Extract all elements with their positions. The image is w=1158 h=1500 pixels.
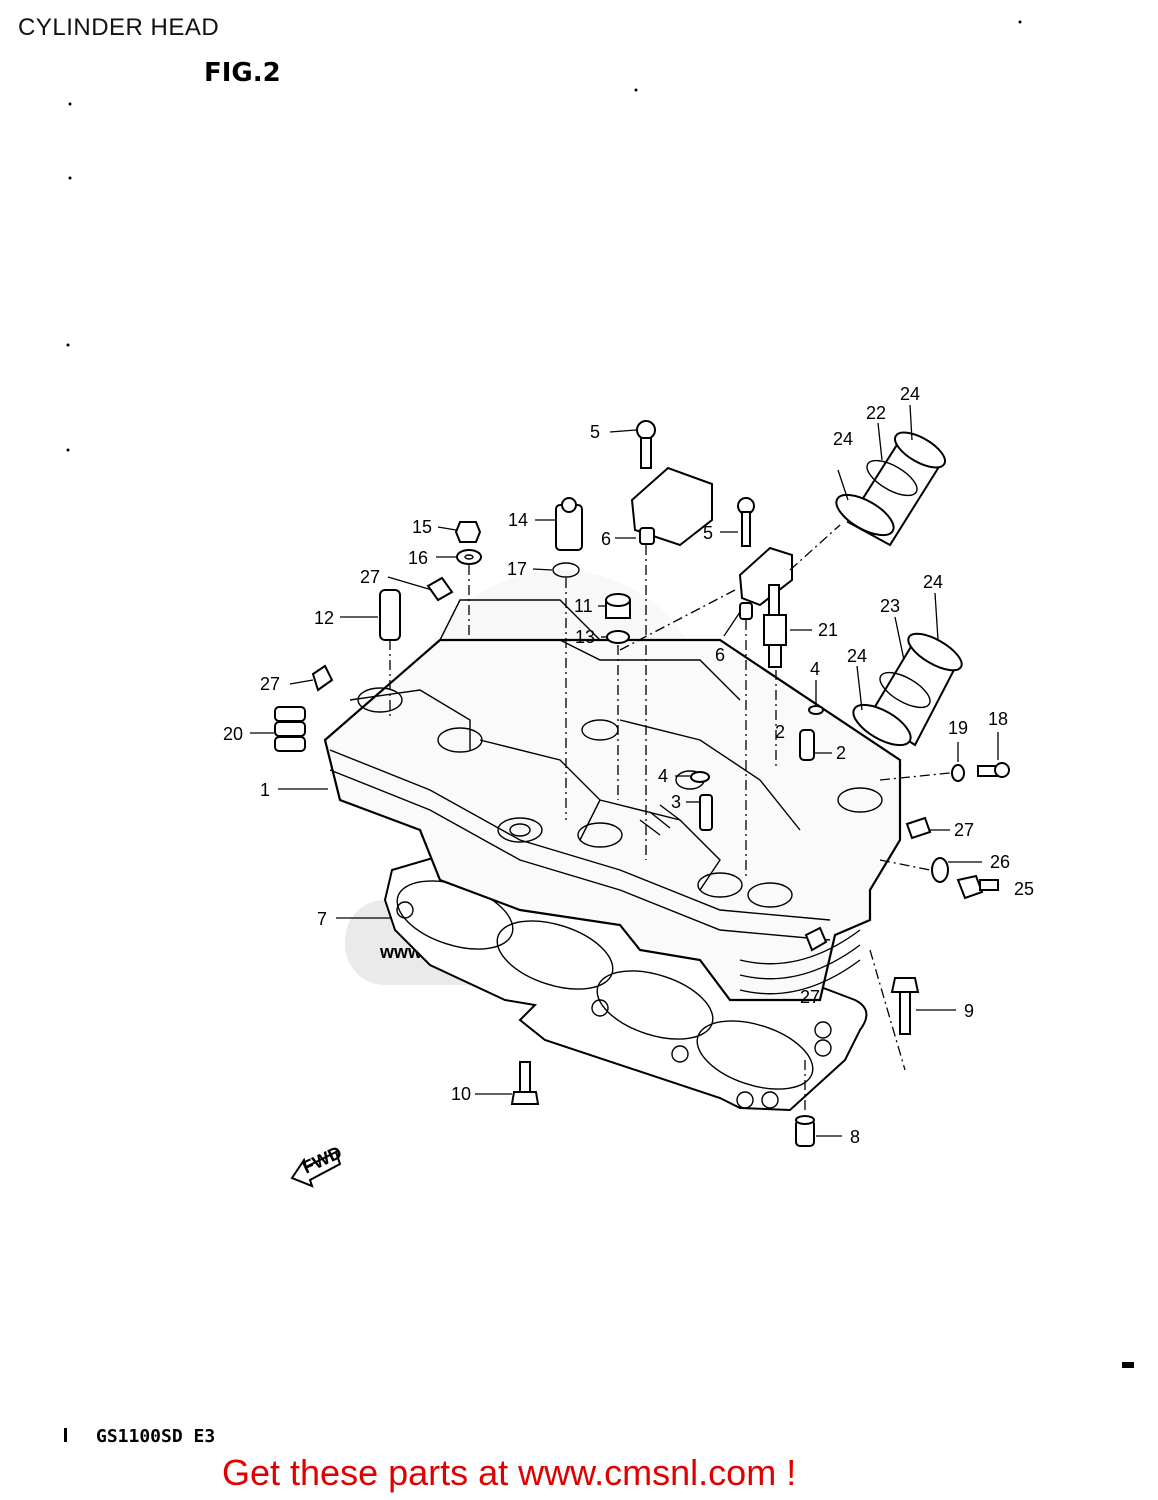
scan-specks bbox=[64, 20, 1134, 1442]
callout-22: 22 bbox=[866, 403, 886, 423]
callout-26: 26 bbox=[990, 852, 1010, 872]
callout-21: 21 bbox=[818, 620, 838, 640]
bolt-25 bbox=[956, 874, 999, 900]
callout-12: 12 bbox=[314, 608, 334, 628]
stud-12 bbox=[379, 589, 401, 641]
cap-27b bbox=[311, 664, 334, 692]
cylinder-head-body bbox=[323, 599, 902, 1002]
callout-17: 17 bbox=[507, 559, 527, 579]
washer-16 bbox=[456, 549, 482, 565]
camshaft-cap-middle bbox=[738, 546, 793, 607]
callout-24-d: 24 bbox=[847, 646, 867, 666]
dowel-pin-upper bbox=[639, 527, 655, 545]
callout-27-upper: 27 bbox=[360, 567, 380, 587]
nut-15 bbox=[454, 521, 482, 543]
dowel-pin-8 bbox=[795, 1115, 815, 1147]
promo-link[interactable]: Get these parts at www.cmsnl.com ! bbox=[222, 1452, 797, 1493]
callout-numbers: 5 6 5 6 14 15 16 27 17 11 13 12 27 20 1 … bbox=[223, 384, 1034, 1147]
gasket-19 bbox=[951, 764, 965, 782]
nut-11 bbox=[605, 593, 631, 619]
callout-14: 14 bbox=[508, 510, 528, 530]
callout-16: 16 bbox=[408, 548, 428, 568]
callout-18: 18 bbox=[988, 709, 1008, 729]
callout-1: 1 bbox=[260, 780, 270, 800]
callout-6-middle: 6 bbox=[715, 645, 725, 665]
callout-24-a: 24 bbox=[833, 429, 853, 449]
insulator-20 bbox=[274, 706, 306, 752]
cap-27a bbox=[426, 576, 454, 602]
fwd-arrow: FWD bbox=[290, 1142, 345, 1188]
cap-27d bbox=[804, 926, 828, 952]
callout-4-inner: 4 bbox=[658, 766, 668, 786]
callout-27-left: 27 bbox=[260, 674, 280, 694]
callout-2-inner: 2 bbox=[775, 722, 785, 742]
cap-bolt-middle bbox=[737, 497, 755, 547]
callout-7: 7 bbox=[317, 909, 327, 929]
callout-13: 13 bbox=[575, 627, 595, 647]
intake-pipe-lower bbox=[852, 632, 963, 747]
intake-pipe-upper bbox=[835, 431, 946, 547]
guide-3 bbox=[699, 794, 713, 831]
cap-27c bbox=[905, 816, 932, 840]
dowel-pin-middle bbox=[739, 602, 753, 620]
bolt-9 bbox=[890, 977, 920, 1035]
callout-8: 8 bbox=[850, 1127, 860, 1147]
plug-nut-14 bbox=[555, 497, 583, 551]
callout-27-lower: 27 bbox=[800, 987, 820, 1007]
bolt-10 bbox=[510, 1061, 540, 1105]
leader-lines bbox=[250, 404, 999, 1137]
callout-24-c: 24 bbox=[923, 572, 943, 592]
o-ring-17 bbox=[552, 562, 580, 578]
callout-27-right: 27 bbox=[954, 820, 974, 840]
cap-bolt-upper bbox=[636, 420, 656, 469]
callout-5-upper: 5 bbox=[590, 422, 600, 442]
callout-10: 10 bbox=[451, 1084, 471, 1104]
callout-24-b: 24 bbox=[900, 384, 920, 404]
callout-6-upper: 6 bbox=[601, 529, 611, 549]
callout-25: 25 bbox=[1014, 879, 1034, 899]
callout-11: 11 bbox=[574, 596, 593, 616]
callout-23: 23 bbox=[880, 596, 900, 616]
callout-4-upper: 4 bbox=[810, 659, 820, 679]
washer-13 bbox=[606, 630, 630, 644]
page-title: CYLINDER HEAD bbox=[18, 14, 220, 41]
washer-26 bbox=[931, 857, 949, 883]
callout-2-right: 2 bbox=[836, 743, 846, 763]
model-code: GS1100SD E3 bbox=[96, 1426, 216, 1447]
screw-18 bbox=[977, 762, 1010, 778]
spacer-2 bbox=[799, 729, 815, 761]
callout-20: 20 bbox=[223, 724, 243, 744]
callout-9: 9 bbox=[964, 1001, 974, 1021]
callout-5-middle: 5 bbox=[703, 523, 713, 543]
figure-label: FIG.2 bbox=[204, 58, 281, 88]
alignment-lines bbox=[389, 524, 951, 1110]
callout-3: 3 bbox=[671, 792, 681, 812]
camshaft-cap-upper bbox=[630, 466, 713, 547]
callout-19: 19 bbox=[948, 718, 968, 738]
ring-4 bbox=[690, 705, 824, 783]
spark-plug-21 bbox=[763, 584, 787, 668]
callout-15: 15 bbox=[412, 517, 432, 537]
